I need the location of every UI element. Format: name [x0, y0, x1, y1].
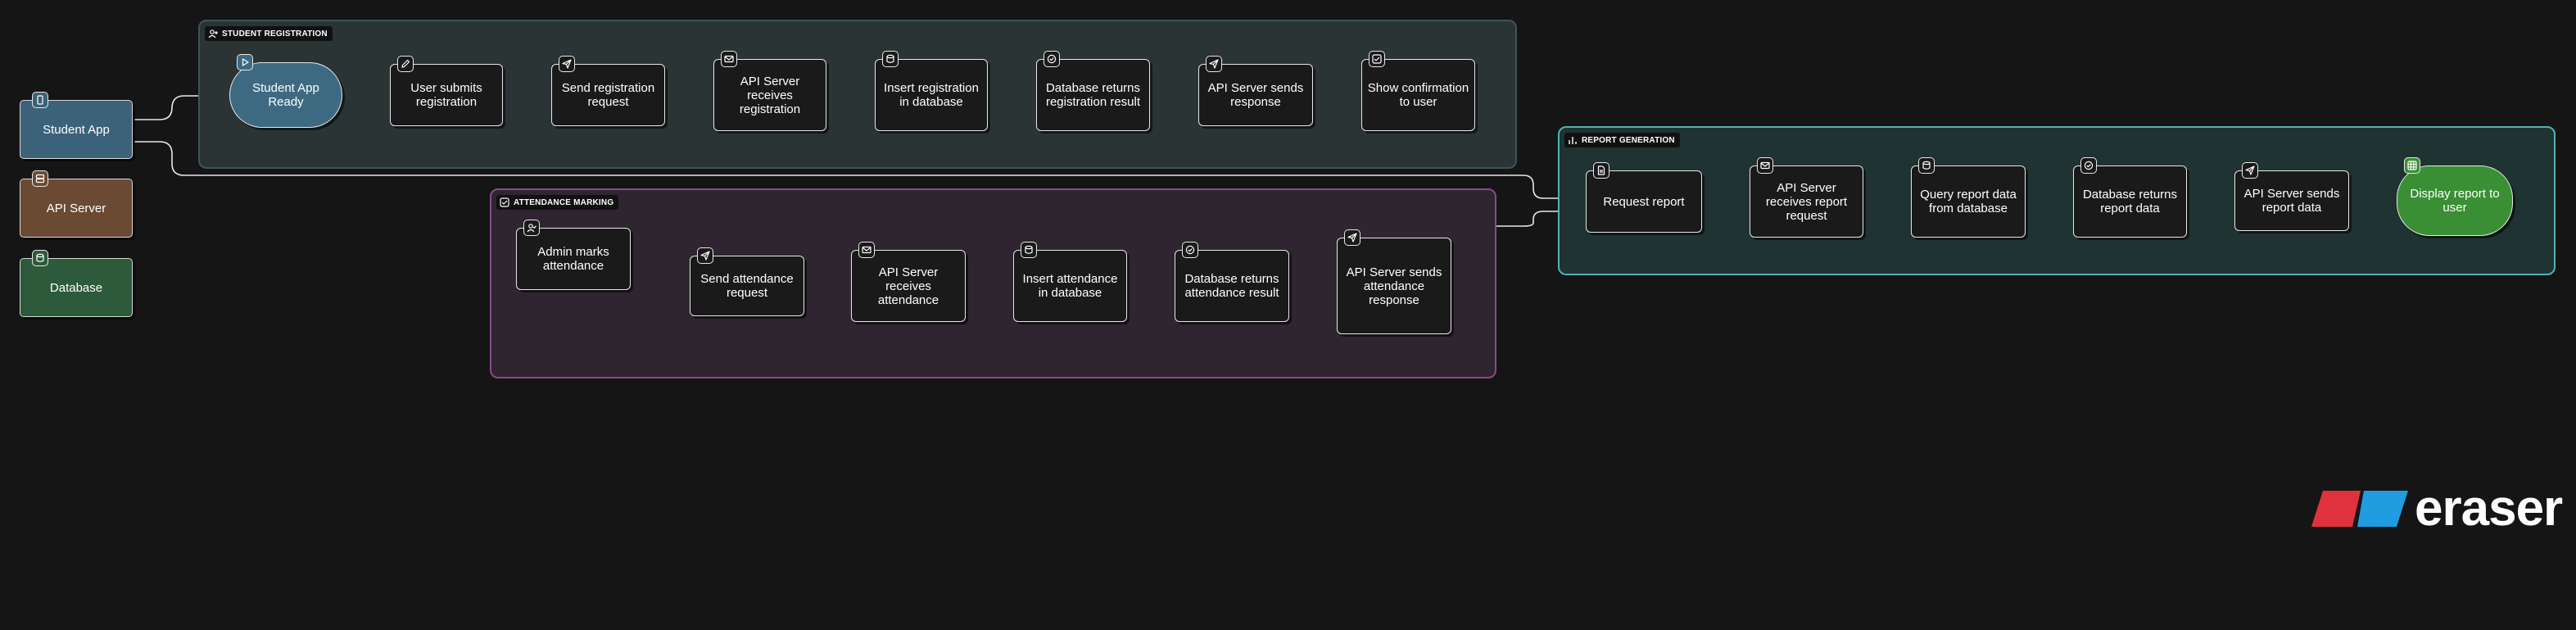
node-api-receives-reg[interactable]: API Server receives registration [713, 51, 826, 131]
legend-api-server[interactable]: API Server [20, 170, 133, 238]
node-label: Send attendance request [700, 272, 794, 300]
user-check-icon [523, 220, 540, 236]
mail-icon [1757, 157, 1773, 174]
group-report-generation: REPORT GENERATION [1558, 126, 2556, 275]
eraser-logo: eraser [2311, 479, 2563, 537]
node-api-sends-report[interactable]: API Server sends report data [2234, 162, 2349, 231]
node-admin-marks[interactable]: Admin marks attendance [516, 220, 631, 290]
node-label: User submits registration [410, 81, 482, 109]
node-query-report[interactable]: Query report data from database [1911, 157, 2026, 238]
user-plus-icon [208, 29, 218, 39]
legend-label: API Server [46, 201, 106, 215]
node-label: API Server receives attendance [877, 265, 939, 307]
edit-icon [397, 56, 414, 72]
node-api-receives-att[interactable]: API Server receives attendance [851, 242, 966, 322]
database-icon [1021, 242, 1037, 258]
node-label: API Server receives report request [1765, 180, 1848, 223]
send-icon [697, 247, 713, 264]
group-title: REPORT GENERATION [1582, 135, 1675, 145]
node-api-receives-report[interactable]: API Server receives report request [1750, 157, 1863, 238]
node-api-sends-att[interactable]: API Server sends attendance response [1337, 229, 1451, 334]
node-db-returns-reg[interactable]: Database returns registration result [1036, 51, 1150, 131]
send-icon [1344, 229, 1360, 246]
node-insert-att[interactable]: Insert attendance in database [1013, 242, 1127, 322]
group-label: REPORT GENERATION [1564, 133, 1680, 147]
node-insert-reg[interactable]: Insert registration in database [875, 51, 988, 131]
node-label: Database returns report data [2082, 188, 2178, 215]
file-icon [1593, 162, 1609, 179]
node-label: API Server sends response [1207, 81, 1304, 109]
node-send-att[interactable]: Send attendance request [690, 247, 804, 316]
node-label: Database returns registration result [1045, 81, 1141, 109]
legend-label: Database [49, 280, 103, 295]
group-title: STUDENT REGISTRATION [222, 29, 328, 39]
node-label: API Server receives registration [739, 74, 801, 116]
mail-icon [858, 242, 875, 258]
legend-label: Student App [43, 122, 110, 137]
node-label: Database returns attendance result [1184, 272, 1279, 300]
node-user-submits[interactable]: User submits registration [390, 56, 503, 126]
node-label: Insert registration in database [884, 81, 979, 109]
legend-student-app[interactable]: Student App [20, 92, 133, 159]
node-api-sends-resp[interactable]: API Server sends response [1198, 56, 1313, 126]
mobile-icon [32, 92, 48, 108]
bar-chart-icon [1569, 137, 1577, 144]
database-icon [32, 250, 48, 266]
node-student-app-ready[interactable]: Student App Ready [229, 54, 342, 128]
node-label: Request report [1603, 194, 1685, 209]
check-circle-icon [2080, 157, 2097, 174]
check-circle-icon [1182, 242, 1198, 258]
node-display-report[interactable]: Display report to user [2397, 157, 2513, 236]
server-icon [32, 170, 48, 187]
node-label: Query report data from database [1920, 188, 2017, 215]
group-label: ATTENDANCE MARKING [496, 195, 619, 210]
edge [134, 141, 1585, 202]
group-title: ATTENDANCE MARKING [514, 197, 614, 207]
send-icon [2242, 162, 2258, 179]
database-icon [1918, 157, 1935, 174]
group-attendance-marking: ATTENDANCE MARKING [490, 188, 1496, 378]
check-circle-icon [1044, 51, 1060, 67]
database-icon [882, 51, 899, 67]
node-db-returns-report[interactable]: Database returns report data [2073, 157, 2187, 238]
brand-name: eraser [2415, 480, 2563, 537]
edge [134, 93, 229, 120]
check-square-icon [1369, 51, 1385, 67]
node-label: API Server sends attendance response [1346, 265, 1442, 307]
node-show-confirm[interactable]: Show confirmation to user [1361, 51, 1475, 131]
check-square-icon [500, 197, 509, 207]
node-label: Show confirmation to user [1367, 81, 1469, 109]
node-label: Display report to user [2410, 187, 2500, 215]
node-label: Student App Ready [252, 81, 319, 109]
send-icon [1206, 56, 1222, 72]
mail-icon [721, 51, 737, 67]
group-label: STUDENT REGISTRATION [205, 26, 333, 41]
node-label: Send registration request [561, 81, 655, 109]
send-icon [559, 56, 575, 72]
node-label: Insert attendance in database [1022, 272, 1118, 300]
grid-icon [2404, 157, 2420, 174]
node-db-returns-att[interactable]: Database returns attendance result [1175, 242, 1289, 322]
node-label: API Server sends report data [2243, 187, 2340, 215]
node-send-reg[interactable]: Send registration request [551, 56, 665, 126]
node-label: Admin marks attendance [537, 245, 609, 273]
legend-database[interactable]: Database [20, 250, 133, 317]
node-request-report[interactable]: Request report [1586, 162, 1702, 233]
play-icon [237, 54, 253, 70]
eraser-logo-icon [2311, 490, 2408, 527]
